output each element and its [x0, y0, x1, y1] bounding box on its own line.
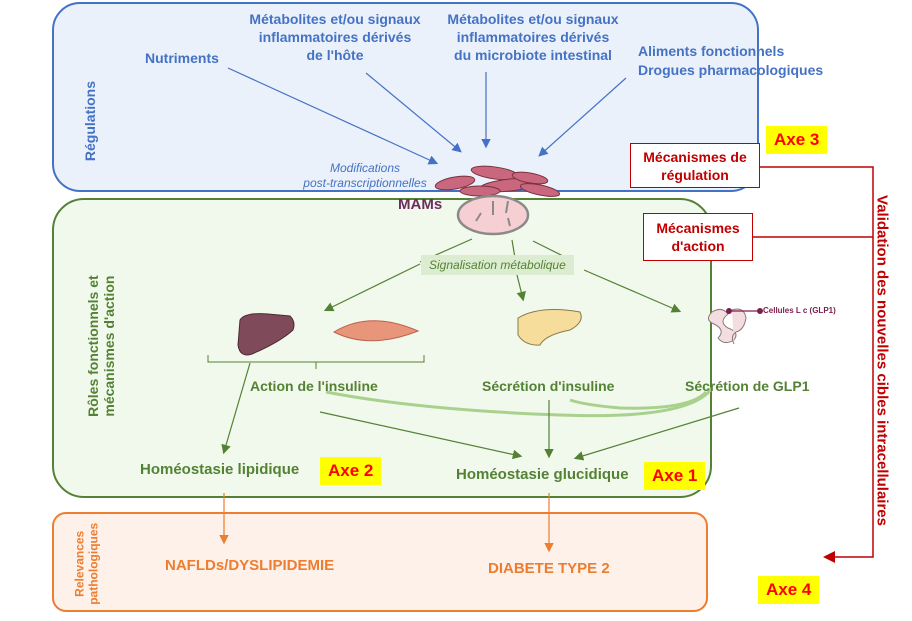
metabolic-signaling-label: Signalisation métabolique: [421, 255, 574, 275]
axe-1-badge: Axe 1: [644, 462, 706, 490]
mams-label: MAMs: [398, 196, 443, 213]
roles-label-line: mécanismes d'action: [101, 275, 117, 417]
arrow-action-to-glucose: [319, 411, 523, 460]
functional-foods-line: Aliments fonctionnels: [638, 43, 785, 59]
validation-vertical-label: Validation des nouvelles cibles intracel…: [873, 195, 891, 526]
arrow-to-liver-muscle: [323, 263, 421, 312]
modification-line: Modifications: [329, 161, 401, 175]
functional-foods-line: Drogues pharmacologiques: [638, 62, 824, 78]
liver-graphic: [237, 313, 295, 356]
mitochondrion-graphic: [456, 194, 530, 236]
glucose-homeostasis-label: Homéostasie glucidique: [456, 466, 629, 483]
pathology-section-label: Relevances pathologiques: [72, 516, 102, 611]
arrow-liver-to-lipid: [221, 362, 251, 455]
insulin-action-bracket: [207, 355, 425, 369]
action-box-line: Mécanismes: [656, 220, 740, 236]
pathology-label-line: pathologiques: [86, 522, 101, 605]
arrow-glp1-to-glucose: [573, 407, 740, 461]
microbiota-metabolites-line: Métabolites et/ou signaux: [447, 11, 619, 27]
post-transcriptional-modifications: Modifications post-transcriptionnelles: [290, 161, 440, 191]
regulation-box-line: Mécanismes de: [643, 149, 747, 165]
pathology-panel: [52, 512, 708, 612]
arrow-nutriments: [227, 67, 439, 165]
action-box-line: d'action: [671, 238, 725, 254]
er-graphic: [434, 165, 561, 197]
microbiota-metabolites-line: inflammatoires dérivés: [456, 29, 610, 45]
lipid-homeostasis-label: Homéostasie lipidique: [140, 461, 300, 478]
pancreas-graphic: [517, 309, 582, 346]
action-mechanisms-box: Mécanismes d'action: [643, 213, 753, 261]
arrow-to-pancreas: [516, 274, 526, 302]
input-host-metabolites: Métabolites et/ou signaux inflammatoires…: [240, 10, 430, 64]
roles-label-line: Rôles fonctionnels et: [84, 275, 101, 417]
nafld-dyslipidemia-label: NAFLDs/DYSLIPIDEMIE: [165, 557, 335, 574]
regulation-mechanisms-box: Mécanismes de régulation: [630, 143, 760, 188]
arrow-functional-foods: [538, 77, 627, 157]
validation-connector: [759, 166, 874, 563]
pathology-label-line: Relevances: [72, 530, 87, 597]
type-2-diabetes-label: DIABETE TYPE 2: [488, 560, 610, 577]
host-metabolites-line: inflammatoires dérivés: [258, 29, 412, 45]
microbiota-metabolites-line: du microbiote intestinal: [454, 47, 612, 63]
roles-section-label: Rôles fonctionnels et mécanismes d'actio…: [85, 261, 117, 431]
axe-3-badge: Axe 3: [766, 126, 828, 154]
insulin-secretion-label: Sécrétion d'insuline: [482, 378, 615, 394]
regulations-section-label: Régulations: [81, 80, 98, 162]
axe-4-badge: Axe 4: [758, 576, 820, 604]
axe-2-badge: Axe 2: [320, 457, 382, 485]
functional-roles-panel: [52, 198, 712, 498]
intestine-graphic: [708, 308, 747, 345]
glp1-secretion-label: Sécrétion de GLP1: [685, 378, 810, 394]
muscle-graphic: [332, 320, 420, 342]
host-metabolites-line: de l'hôte: [306, 47, 364, 63]
insulin-action-label: Action de l'insuline: [250, 378, 378, 394]
arrow-to-intestine: [583, 269, 682, 313]
modification-line: post-transcriptionnelles: [303, 176, 427, 190]
host-metabolites-line: Métabolites et/ou signaux: [249, 11, 421, 27]
arrow-host-metabolites: [365, 72, 462, 153]
input-functional-foods: Aliments fonctionnels Drogues pharmacolo…: [638, 42, 823, 80]
regulation-box-line: régulation: [661, 167, 729, 183]
input-nutriments: Nutriments: [145, 50, 219, 66]
input-microbiota-metabolites: Métabolites et/ou signaux inflammatoires…: [438, 10, 628, 64]
l-cells-label: Cellules L c (GLP1): [763, 306, 836, 315]
